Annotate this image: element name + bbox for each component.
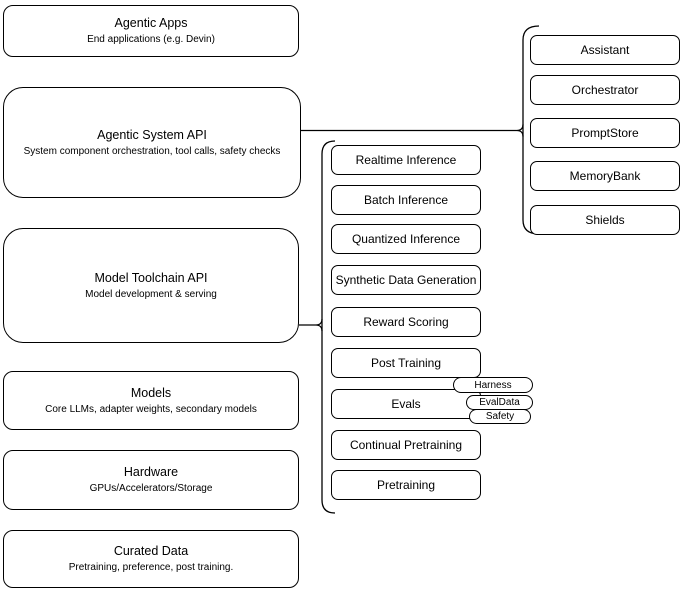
node-realtime-inference: Realtime Inference <box>331 145 481 175</box>
node-title: Model Toolchain API <box>94 270 208 285</box>
tag-safety: Safety <box>469 409 531 424</box>
node-subtitle: System component orchestration, tool cal… <box>23 145 281 157</box>
node-synthetic-data-generation: Synthetic Data Generation <box>331 265 481 295</box>
node-continual-pretraining: Continual Pretraining <box>331 430 481 460</box>
tag-harness: Harness <box>453 377 533 393</box>
node-subtitle: End applications (e.g. Devin) <box>87 34 215 45</box>
node-models: Models Core LLMs, adapter weights, secon… <box>3 371 299 430</box>
node-shields: Shields <box>530 205 680 235</box>
bracket-right-group <box>522 25 540 235</box>
node-post-training: Post Training <box>331 348 481 378</box>
node-subtitle: GPUs/Accelerators/Storage <box>89 483 213 494</box>
node-evals: Evals <box>331 389 481 419</box>
node-reward-scoring: Reward Scoring <box>331 307 481 337</box>
node-agentic-apps: Agentic Apps End applications (e.g. Devi… <box>3 5 299 57</box>
node-title: Models <box>130 385 172 400</box>
node-batch-inference: Batch Inference <box>331 185 481 215</box>
node-curated-data: Curated Data Pretraining, preference, po… <box>3 530 299 588</box>
node-subtitle: Pretraining, preference, post training. <box>68 562 234 573</box>
node-pretraining: Pretraining <box>331 470 481 500</box>
node-orchestrator: Orchestrator <box>530 75 680 105</box>
node-title: Curated Data <box>113 544 189 558</box>
node-subtitle: Model development & serving <box>85 288 217 300</box>
node-title: Hardware <box>123 465 179 479</box>
node-hardware: Hardware GPUs/Accelerators/Storage <box>3 450 299 510</box>
connector-agentic-system-api <box>301 124 524 137</box>
node-title: Agentic Apps <box>114 16 188 30</box>
node-promptstore: PromptStore <box>530 118 680 148</box>
node-quantized-inference: Quantized Inference <box>331 224 481 254</box>
node-agentic-system-api: Agentic System API System component orch… <box>3 87 301 198</box>
node-memorybank: MemoryBank <box>530 161 680 191</box>
tag-evaldata: EvalData <box>466 395 533 410</box>
connector-model-toolchain-api <box>299 318 323 332</box>
bracket-middle-group <box>321 140 336 514</box>
node-subtitle: Core LLMs, adapter weights, secondary mo… <box>45 403 257 415</box>
node-assistant: Assistant <box>530 35 680 65</box>
node-title: Agentic System API <box>97 127 207 142</box>
node-model-toolchain-api: Model Toolchain API Model development & … <box>3 228 299 343</box>
